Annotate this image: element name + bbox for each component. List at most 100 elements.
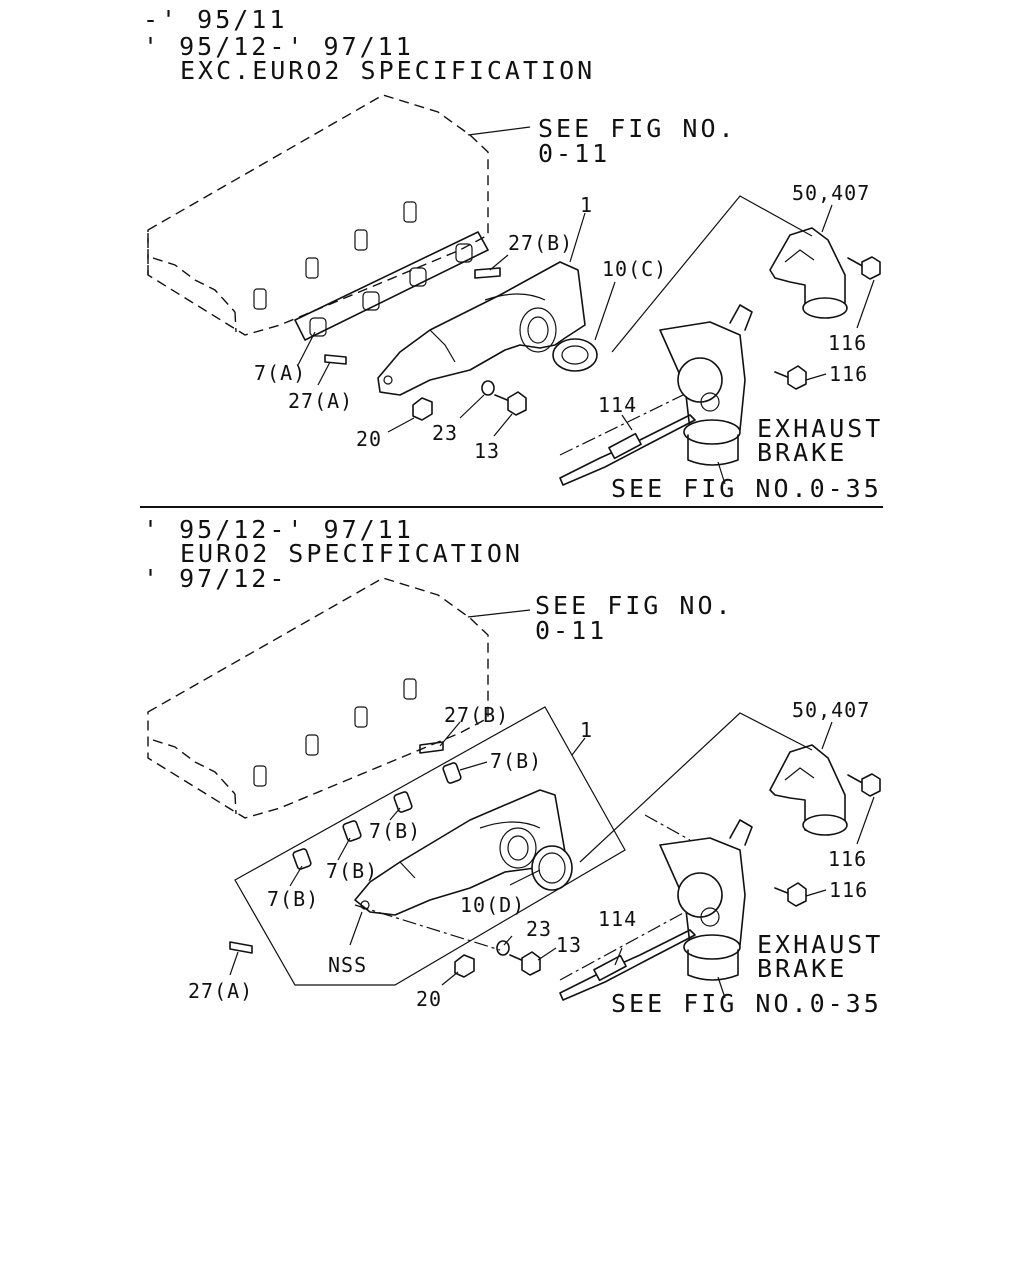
top-leader-20 [387,417,415,433]
top-nut-20 [412,397,433,421]
top-header-line-1: -' 95/11 [143,5,287,34]
bottom-label-7b-3: 7(B) [326,859,378,883]
top-leader-116a [856,279,875,329]
bottom-leader-nss [349,911,363,946]
bottom-cylinder-head [147,577,489,819]
bottom-label-1: 1 [580,718,593,742]
top-leader-1 [569,212,586,263]
bottom-leader-116b [805,889,827,897]
bottom-label-50-407: 50,407 [792,698,870,722]
top-washer-23 [481,380,495,396]
bottom-label-116b: 116 [829,878,868,902]
top-label-50-407: 50,407 [792,181,870,205]
bottom-leader-23 [503,935,513,946]
bottom-label-27a: 27(A) [188,979,253,1003]
top-label-7a: 7(A) [254,361,306,385]
top-exhaust-manifold [377,261,586,396]
top-leader-see-fig-a [467,126,531,136]
bottom-label-23: 23 [526,917,552,941]
top-leader-116b [805,373,827,381]
bottom-header-line-1: ' 95/12-' 97/11 [143,515,414,544]
bottom-exhaust-brake [354,814,753,1001]
top-stud-27a [324,354,347,365]
top-label-1: 1 [580,193,593,217]
top-leader-10c [594,281,616,341]
bottom-leader-10d [509,869,541,886]
bottom-bolt-116b [774,882,807,907]
bottom-leader-exhaust-brake [717,976,726,999]
bottom-leader-50 [821,721,833,750]
bottom-label-20: 20 [416,987,442,1011]
bottom-leader-27b [439,721,461,747]
top-header-line-2: ' 95/12-' 97/11 [143,32,414,61]
bottom-section: ' 95/12-' 97/11 EURO2 SPECIFICATION ' 97… [143,515,883,1018]
bottom-label-114: 114 [598,907,637,931]
bottom-label-13: 13 [556,933,582,957]
top-bolt-13 [494,391,527,416]
top-leader-50 [821,204,833,233]
bottom-bolt-116a [847,773,881,797]
bottom-label-116a: 116 [828,847,867,871]
bottom-flex-pipe [769,744,848,836]
bottom-leader-1 [571,737,586,756]
bottom-header-line-2: EURO2 SPECIFICATION [180,539,523,568]
bottom-washer-23 [496,940,510,956]
bottom-see-fig-b: SEE FIG NO.0-35 [611,989,882,1018]
top-exhaust-brake [559,304,753,486]
top-exhaust-line-1: EXHAUST [757,414,883,443]
top-bolt-116a [847,256,881,280]
bottom-label-nss: NSS [328,953,367,977]
top-leader-exhaust-brake [717,461,726,485]
top-leader-114 [621,414,633,431]
bottom-label-7b-2: 7(B) [369,819,421,843]
bottom-leader-27a [229,951,239,976]
bottom-exhaust-line-1: EXHAUST [757,930,883,959]
top-label-20: 20 [356,427,382,451]
bottom-header-line-3: ' 97/12- [143,564,287,593]
bottom-leader-see-fig-a [467,609,531,618]
top-exhaust-line-2: BRAKE [757,438,847,467]
bottom-label-27b: 27(B) [444,703,509,727]
top-leader-50-bracket [611,195,813,353]
top-see-fig-b: SEE FIG NO.0-35 [611,474,882,503]
top-label-23: 23 [432,421,458,445]
top-manifold-gasket [294,231,489,341]
bottom-port-gaskets [292,762,462,870]
top-label-116b: 116 [829,362,868,386]
bottom-label-7b-1: 7(B) [490,749,542,773]
top-bolt-116b [774,365,807,390]
top-section: -' 95/11 ' 95/12-' 97/11 EXC.EURO2 SPECI… [143,5,883,503]
bottom-kit-bracket [234,706,626,986]
top-cylinder-head [147,94,489,336]
bottom-gasket-10d [531,845,573,891]
top-label-114: 114 [598,393,637,417]
bottom-leader-114 [614,947,623,966]
top-see-fig-a-line-2: 0-11 [538,139,610,168]
bottom-see-fig-a-line-2: 0-11 [535,616,607,645]
bottom-leader-13 [537,947,557,961]
top-label-27a: 27(A) [288,389,353,413]
top-leader-23 [459,394,485,419]
bottom-nut-20 [454,954,475,978]
top-header-line-3: EXC.EURO2 SPECIFICATION [180,56,595,85]
bottom-bolt-13 [509,951,541,976]
bottom-leader-7b3 [337,837,351,861]
bottom-leader-7b4 [289,865,303,887]
top-leader-7a [297,331,316,366]
top-label-116a: 116 [828,331,867,355]
top-flex-pipe [769,227,848,319]
top-label-27b: 27(B) [508,231,573,255]
bottom-leader-116a [856,796,875,845]
top-see-fig-a-line-1: SEE FIG NO. [538,114,737,143]
top-label-10c: 10(C) [602,257,667,281]
bottom-stud-27b [419,741,444,754]
top-leader-27a [317,361,331,386]
bottom-see-fig-a-line-1: SEE FIG NO. [535,591,734,620]
top-leader-27b [489,254,509,271]
bottom-label-7b-4: 7(B) [267,887,319,911]
bottom-exhaust-line-2: BRAKE [757,954,847,983]
bottom-leader-50-bracket [579,712,813,863]
top-gasket-10c [552,338,598,372]
